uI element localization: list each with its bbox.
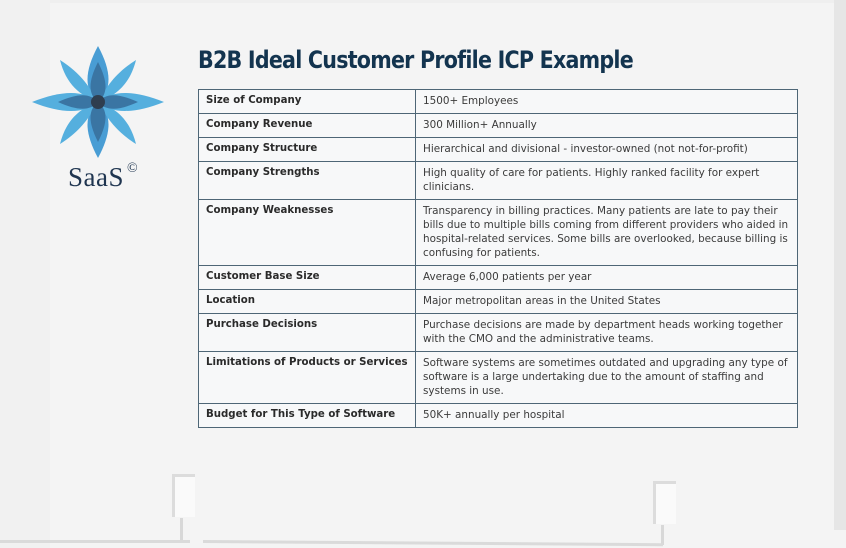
brand-name: SaaS [68, 162, 124, 192]
row-value: Purchase decisions are made by departmen… [415, 313, 798, 352]
logo-text: SaaS© [68, 161, 139, 193]
copyright-mark: © [127, 161, 139, 176]
row-value: High quality of care for patients. Highl… [415, 161, 798, 200]
row-value: Hierarchical and divisional - investor-o… [415, 137, 798, 162]
row-label: Limitations of Products or Services [198, 351, 416, 404]
decorative-bracket-right [653, 481, 676, 524]
decorative-bracket-left [172, 474, 195, 517]
row-label: Budget for This Type of Software [198, 403, 416, 428]
row-value: Software systems are sometimes outdated … [415, 351, 798, 404]
row-value: Transparency in billing practices. Many … [415, 199, 798, 266]
row-label: Purchase Decisions [198, 313, 416, 352]
row-label: Company Structure [198, 137, 416, 162]
row-label: Customer Base Size [198, 265, 416, 290]
left-panel [0, 0, 50, 548]
row-value: Major metropolitan areas in the United S… [415, 289, 798, 314]
row-value: Average 6,000 patients per year [415, 265, 798, 290]
decorative-stem-left [180, 518, 183, 540]
row-label: Company Revenue [198, 113, 416, 138]
decorative-line [202, 540, 663, 547]
frame-edge [0, 0, 846, 3]
row-value: 50K+ annually per hospital [415, 403, 798, 428]
lotus-flower-icon [32, 46, 164, 158]
row-value: 300 Million+ Annually [415, 113, 798, 138]
row-label: Company Weaknesses [198, 199, 416, 266]
row-label: Company Strengths [198, 161, 416, 200]
decorative-stem-right [661, 525, 664, 545]
decorative-line [0, 540, 190, 543]
frame-edge-right [834, 0, 846, 530]
row-value: 1500+ Employees [415, 89, 798, 114]
page-title: B2B Ideal Customer Profile ICP Example [198, 46, 634, 74]
row-label: Size of Company [198, 89, 416, 114]
row-label: Location [198, 289, 416, 314]
